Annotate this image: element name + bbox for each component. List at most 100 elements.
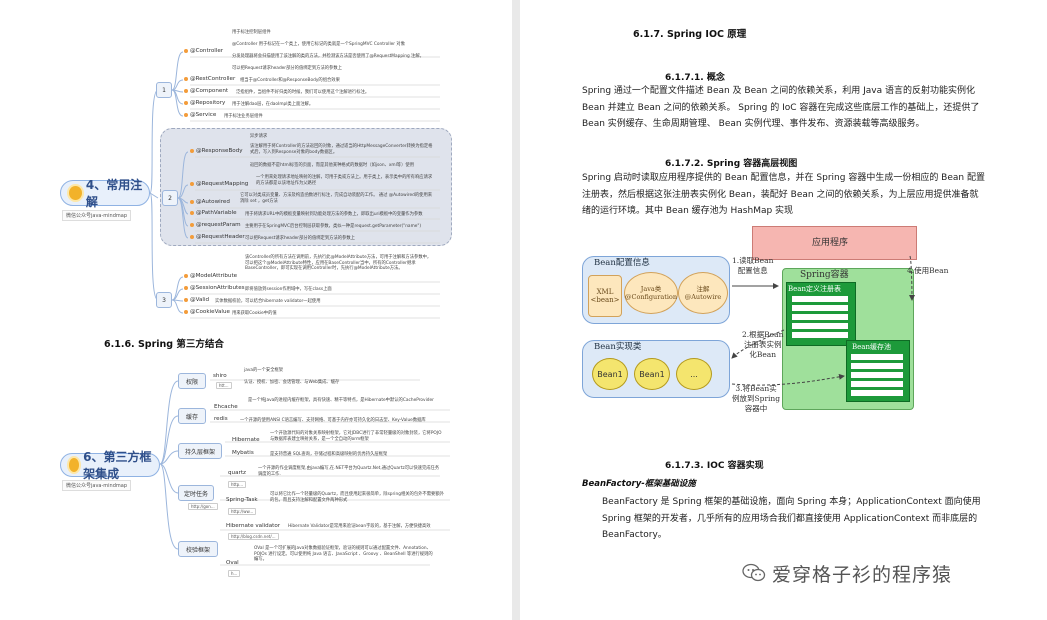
branch-2: 2 [162, 190, 178, 206]
desc-mybatis: 是支持普通 SQL查询，存储过程和高级映射的优秀持久层框架 [270, 452, 388, 457]
cat-oval: Oval [226, 560, 239, 566]
desc-hibernate: 一个开放源代码的对象关系映射框架，它对JDBC进行了非常轻量级的对象封装，它将P… [270, 431, 442, 442]
cache-rows [851, 354, 903, 396]
branch-persistence: 持久层框架 [178, 443, 222, 459]
wechat-icon-svg [742, 563, 766, 582]
cat-hibernate-validator: Hibernate validator [226, 523, 281, 529]
bullet-dot-icon [184, 76, 188, 81]
cat-service: @Service [184, 112, 216, 118]
paragraph-concept: Spring 通过一个配置文件描述 Bean 及 Bean 之间的依赖关系，利用… [582, 86, 980, 129]
branch-validation: 校验框架 [178, 541, 218, 557]
desc-modelattribute: 该Controller的所有方法在调用前，先执行此@ModelAttribute… [245, 255, 432, 271]
java-config: Java类 @Configuration [624, 272, 678, 314]
mindmap1-connectors [149, 51, 440, 319]
desc-requestparam: 主要用于在SpringMVC后台控制层获取参数，类似一种是request.get… [245, 224, 422, 229]
bullet-dot-icon [184, 100, 188, 105]
bean-config-title: Bean配置信息 [594, 258, 650, 268]
desc-responsebody-3: 返回的数据不是html标签的页面，而是其他某种格式的数据时（如json、xml等… [250, 163, 414, 168]
group2-background [160, 128, 452, 246]
bullet-dot-icon [184, 297, 188, 302]
desc-valid: 实体数据校验，可以结合hibernate validator一起使用 [215, 299, 321, 304]
subsection-6173-title: 6.1.7.3. IOC 容器实现 [665, 461, 764, 471]
desc-requestmapping: 一个用来处理请求地址映射的注解，可用于类或方法上。用于类上，表示类中的所有响应请… [256, 175, 433, 186]
cat-sessionattributes: @SessionAttributes [184, 285, 245, 291]
mindmap2-connectors [159, 379, 450, 566]
bean-instance-more: ... [676, 358, 712, 390]
bullet-dot-icon [184, 309, 188, 314]
cat-pathvariable: @PathVariable [190, 210, 237, 216]
paragraph-container-view: Spring 启动时读取应用程序提供的 Bean 配置信息，并在 Spring … [582, 173, 985, 216]
desc-shiro-2: 认证、授权、加密、会话管理、与Web集成、缓存 [244, 380, 340, 385]
desc-controller-1: 用于标注控制层组件 [232, 30, 271, 35]
bullet-dot-icon [184, 88, 188, 93]
desc-oval: OVal 是一个可扩展的Java对象数据验证框架，验证的规则可以通过配置文件、A… [254, 546, 433, 562]
desc-sessionattributes: 即将值放到session作用域中，写在class上面 [245, 287, 332, 292]
desc-spring-task: 可以将它比作一个轻量级的Quartz，而且使用起来很简单，除spring相关的包… [270, 492, 444, 503]
desc-hibernate-validator: Hibernate Validator是常用来验证bean字段的，基于注解，方便… [288, 524, 431, 529]
desc-component: 泛指组件，当组件不好归类的时候，我们可以使用这个注解进行标注。 [236, 90, 370, 95]
cat-restcontroller: @RestController [184, 76, 235, 82]
bullet-dot-icon [184, 285, 188, 290]
section-617-title: 6.1.7. Spring IOC 原理 [633, 29, 747, 40]
mindmap2-central-topic: 6、第三方框架集成 [60, 450, 160, 481]
subsection-6171-title: 6.1.7.1. 概念 [665, 73, 725, 83]
desc-redis: 一个开源的使用ANSI C语言编写、支持网络、可基于内存亦可持久化的日志型、Ke… [240, 418, 426, 423]
cat-redis: redis [214, 416, 228, 422]
link-oval[interactable]: h... [228, 570, 241, 577]
link-hibernate-validator[interactable]: http://blog.csdn.net/... [228, 533, 279, 540]
bullet-dot-icon [190, 181, 194, 186]
desc-responsebody-1: 异步请求 [250, 134, 268, 139]
link-scheduler[interactable]: http://gon... [188, 503, 218, 510]
bullet-dot-icon [184, 112, 188, 117]
step4-label: 4.使用Bean [907, 266, 949, 275]
desc-controller-2: @Controller 用于标记在一个类上，使用它标记的类就是一个SpringM… [232, 42, 406, 47]
cat-component: @Component [184, 88, 228, 94]
bean-instance-1: Bean1 [592, 358, 628, 390]
left-page: 4、常用注解 微信公众号java-mindmap 1 2 3 @Controll… [0, 0, 512, 620]
desc-pathvariable: 用于将请求URL中的模板变量映射到功能处理方法的参数上，即取出uri模板中的变量… [245, 212, 423, 217]
desc-autowired: 它可以对类成员变量、方法及构造函数进行标注，完成自动装配的工作。 通过 @Aut… [240, 193, 433, 204]
bullet-dot-icon [190, 210, 194, 215]
cat-modelattribute: @ModelAttribute [184, 273, 237, 279]
cat-autowired: @Autowired [190, 199, 230, 205]
link-quartz[interactable]: http... [228, 481, 247, 488]
cat-valid: @Valid [184, 297, 209, 303]
registry-label: Bean定义注册表 [788, 285, 841, 293]
cat-shiro: shiro [213, 373, 227, 379]
branch-permission: 权限 [178, 373, 206, 389]
section-616-title: 6.1.6. Spring 第三方结合 [104, 339, 224, 350]
cat-requestparam: @requestParam [190, 222, 241, 228]
desc-quartz: 一个开源的作业调度框架,由java编写,在.NET平台为Quartz.Net,通… [258, 466, 440, 477]
mindmap1-central-topic: 4、常用注解 [60, 178, 150, 209]
subsection-6172-title: 6.1.7.2. Spring 容器高层视图 [665, 159, 798, 169]
cat-requestheader: @RequestHeader [190, 234, 245, 240]
desc-requestheader: 可以把Request请求header部分的值绑定到方法的参数上 [245, 236, 355, 241]
cat-mybatis: Mybatis [232, 450, 254, 456]
branch-3: 3 [156, 292, 172, 308]
bean-instance-2: Bean1 [634, 358, 670, 390]
branch-scheduler: 定时任务 [178, 485, 214, 501]
step1-label: 1.读取Bean 配置信息 [732, 256, 774, 275]
bullet-dot-icon [190, 148, 194, 153]
watermark-text: 爱穿格子衫的程序猿 [772, 564, 953, 586]
cat-hibernate: Hibernate [232, 437, 260, 443]
cat-cookievalue: @CookieValue [184, 309, 230, 315]
desc-controller-3: 分发处理器将会扫描使用了该注解的类的方法，并检测该方法是否使用了@Request… [232, 54, 424, 59]
sun-icon [69, 458, 80, 472]
cat-quartz: quartz [228, 470, 246, 476]
bullet-dot-icon [184, 48, 188, 53]
cat-requestmapping: @RequestMapping [190, 181, 248, 187]
cat-repository: @Repository [184, 100, 225, 106]
link-shiro[interactable]: htt... [216, 382, 232, 389]
desc-restcontroller: 相当于@Controller和@ResponseBody的组合效果 [240, 78, 340, 83]
cat-ehcache: Ehcache [214, 404, 238, 410]
step3-label: 3.将Bean实 例放到Spring 容器中 [732, 384, 781, 413]
branch-1: 1 [156, 82, 172, 98]
desc-cookievalue: 用来获取Cookie中的值 [232, 311, 277, 316]
wechat-icon [742, 563, 766, 583]
link-spring-task[interactable]: http://ww... [228, 508, 257, 515]
bean-impl-title: Bean实现类 [594, 342, 642, 352]
desc-ehcache: 是一个纯Java的进程内缓存框架，具有快速、精干等特点，是Hibernate中默… [248, 398, 434, 403]
mindmap1-central-label: 4、常用注解 [85, 178, 143, 209]
sun-icon [69, 186, 82, 200]
